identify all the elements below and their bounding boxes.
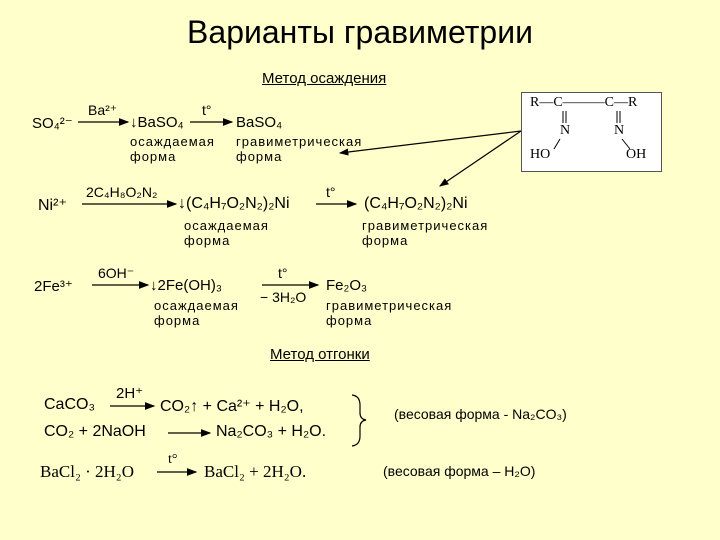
reaction4-reactant: CaCO₃ (44, 396, 95, 413)
reaction4-reagent: 2H⁺ (116, 385, 144, 402)
reaction2-label2-line1: гравиметрическая (362, 218, 489, 233)
reaction5-products: Na₂CO₃ + H₂O. (216, 423, 327, 440)
reaction1-label1: осаждаемая форма (130, 134, 215, 164)
reaction3-condition: t° (278, 265, 288, 281)
reaction1-label2-line2: форма (236, 149, 283, 164)
reaction3-label2-line2: форма (326, 313, 373, 328)
reaction1-reactant: SO₄²⁻ (32, 115, 73, 132)
slide-title: Варианты гравиметрии (187, 14, 533, 50)
reaction1-product1: ↓BaSO₄ (130, 114, 184, 131)
reaction2-condition: t° (326, 184, 336, 200)
reaction1-label1-line2: форма (130, 149, 177, 164)
structure-n1: N (560, 123, 571, 138)
reaction1-reagent: Ba²⁺ (88, 102, 118, 118)
structure-bonds (553, 111, 631, 150)
structure-ho: HO (530, 147, 551, 162)
reaction1-label2: гравиметрическая форма (236, 134, 362, 164)
reaction2-reactant: Ni²⁺ (38, 197, 67, 214)
reaction3-product1: ↓2Fe(OH)₃ (150, 277, 222, 294)
reaction3-label2-line1: гравиметрическая (326, 298, 453, 313)
reaction3-label1: осаждаемая форма (154, 298, 239, 328)
reaction6-condition: t° (168, 452, 178, 467)
reaction1-product2: BaSO₄ (236, 114, 283, 131)
reaction2-label1-line1: осаждаемая (184, 218, 269, 233)
structure-row1: R—C———C—R (530, 95, 638, 110)
dimethylglyoxime-structure: R—C———C—R N N HO OH (521, 92, 662, 172)
weight-form-note-2: (весовая форма – H₂O) (383, 463, 536, 479)
reaction4-products: CO₂↑ + Ca²⁺ + H₂O, (160, 398, 304, 415)
reaction2-label2: гравиметрическая форма (362, 218, 488, 248)
reaction5-reactants: CO₂ + 2NaOH (44, 423, 146, 440)
pointer-line-2 (439, 130, 522, 187)
structure-n2: N (614, 123, 625, 138)
reaction6-products: BaCl₂ + 2H₂O. (204, 462, 307, 481)
reaction2-label2-line2: форма (362, 233, 409, 248)
reaction1-label2-line1: гравиметрическая (236, 134, 363, 149)
reaction3-label1-line1: осаждаемая (154, 298, 239, 313)
reaction3-label1-line2: форма (154, 313, 201, 328)
curly-brace (351, 394, 367, 447)
pointer-line-1 (338, 130, 522, 156)
reaction3-reactant: 2Fe³⁺ (34, 278, 73, 295)
reaction3-condition-below: − 3H₂O (260, 289, 307, 305)
distillation-method-heading: Метод отгонки (270, 346, 370, 363)
weight-form-note-1: (весовая форма - Na₂CO₃) (394, 406, 567, 422)
reaction2-label1-line2: форма (184, 233, 231, 248)
reaction3-label2: гравиметрическая форма (326, 298, 452, 328)
reaction3-product2: Fe₂O₃ (326, 277, 368, 294)
reaction2-label1: осаждаемая форма (184, 218, 269, 248)
precipitation-method-heading: Метод осаждения (262, 70, 387, 87)
reaction1-label1-line1: осаждаемая (130, 134, 215, 149)
reaction1-condition: t° (202, 102, 212, 118)
structure-oh: OH (626, 147, 647, 162)
reaction2-product1: ↓(C₄H₇O₂N₂)₂Ni (178, 195, 290, 212)
reaction2-product2: (C₄H₇O₂N₂)₂Ni (364, 195, 468, 212)
reaction6-reactant: BaCl₂ · 2H₂O (40, 462, 135, 481)
reaction2-reagent: 2C₄H₈O₂N₂ (86, 184, 158, 200)
reaction3-reagent: 6OH⁻ (98, 265, 135, 281)
